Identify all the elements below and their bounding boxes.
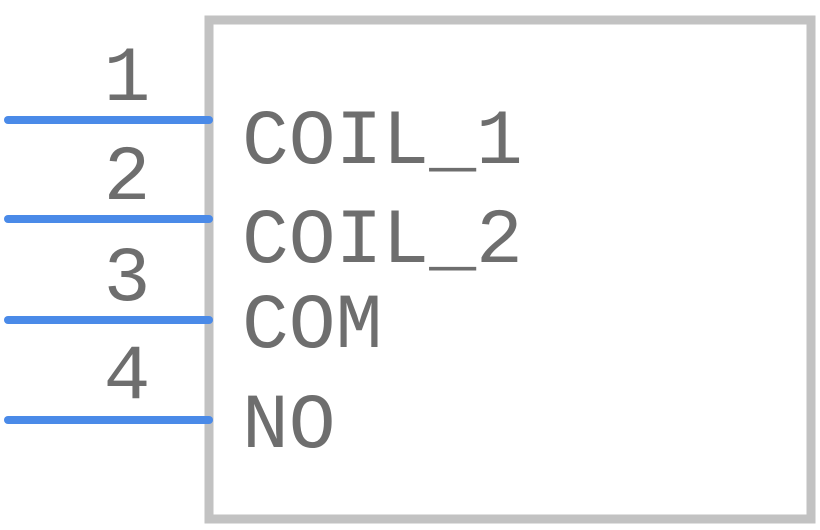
pin-3-label: COM <box>242 283 382 371</box>
pin-2-number: 2 <box>104 135 151 223</box>
pin-2: 2 COIL_2 <box>4 135 523 286</box>
pin-1: 1 COIL_1 <box>4 36 523 187</box>
pin-1-label: COIL_1 <box>242 99 523 187</box>
pin-3: 3 COM <box>4 236 382 371</box>
component-body <box>204 15 816 524</box>
pin-3-number: 3 <box>104 236 151 324</box>
pin-1-number: 1 <box>104 36 151 124</box>
pin-4-number: 4 <box>104 334 151 422</box>
pin-2-label: COIL_2 <box>242 198 523 286</box>
pin-4: 4 NO <box>4 334 336 471</box>
pin-4-label: NO <box>242 383 336 471</box>
